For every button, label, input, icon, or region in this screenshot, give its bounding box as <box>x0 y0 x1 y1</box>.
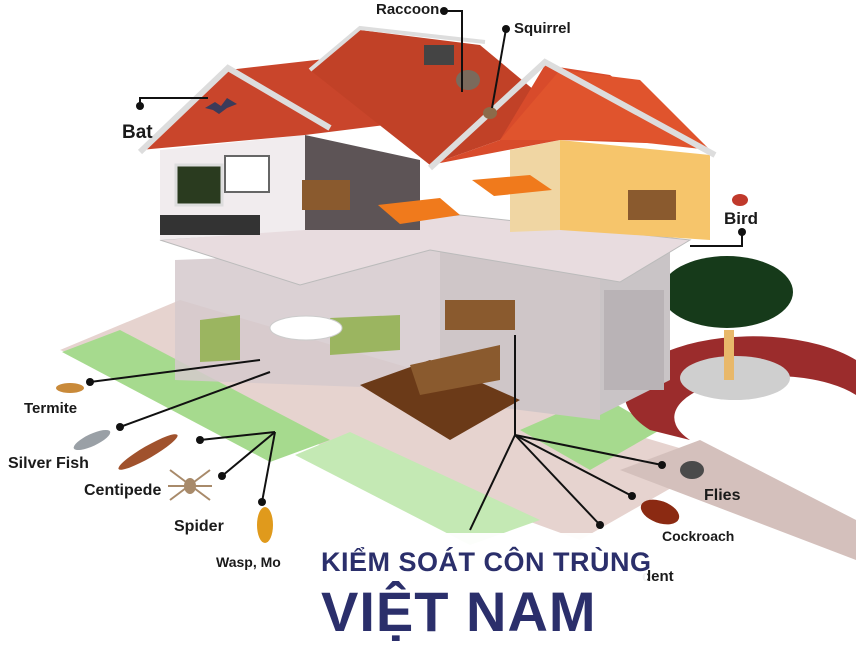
watermark-line2: VIỆT NAM <box>321 580 597 643</box>
upper-floor <box>159 135 710 286</box>
silver-fish-icon <box>73 429 111 451</box>
label-termite: Termite <box>24 400 78 417</box>
bat-icon <box>205 98 237 114</box>
cockroach-icon <box>640 499 680 525</box>
flies-icon <box>680 461 704 479</box>
roof <box>137 25 717 171</box>
label-flies: Flies <box>704 487 741 504</box>
ground-floor <box>175 250 670 440</box>
label-rodent: dent <box>642 568 674 585</box>
squirrel-icon <box>483 107 497 119</box>
driveway <box>624 330 856 440</box>
centipede-icon <box>118 434 178 470</box>
label-silver-fish: Silver Fish <box>8 455 89 472</box>
spider-icon <box>168 469 212 501</box>
label-bird: Bird <box>724 209 758 228</box>
label-bat: Bat <box>122 122 153 143</box>
label-wasp: Wasp, Mo <box>216 554 281 570</box>
leader-dots <box>86 7 746 529</box>
label-cockroach: Cockroach <box>662 528 735 544</box>
label-squirrel: Squirrel <box>514 20 571 37</box>
label-spider: Spider <box>174 518 224 535</box>
bird-icon <box>732 194 748 206</box>
wasp-icon <box>257 507 273 543</box>
label-centipede: Centipede <box>84 482 162 499</box>
raccoon-icon <box>456 70 480 90</box>
tree <box>661 256 793 328</box>
watermark: KIỂM SOÁT CÔN TRÙNG VIỆT NAM <box>287 533 651 647</box>
watermark-line1: KIỂM SOÁT CÔN TRÙNG <box>321 547 652 577</box>
leader-lines <box>89 10 743 531</box>
termite-icon <box>56 383 84 393</box>
label-raccoon: Raccoon <box>376 1 440 18</box>
